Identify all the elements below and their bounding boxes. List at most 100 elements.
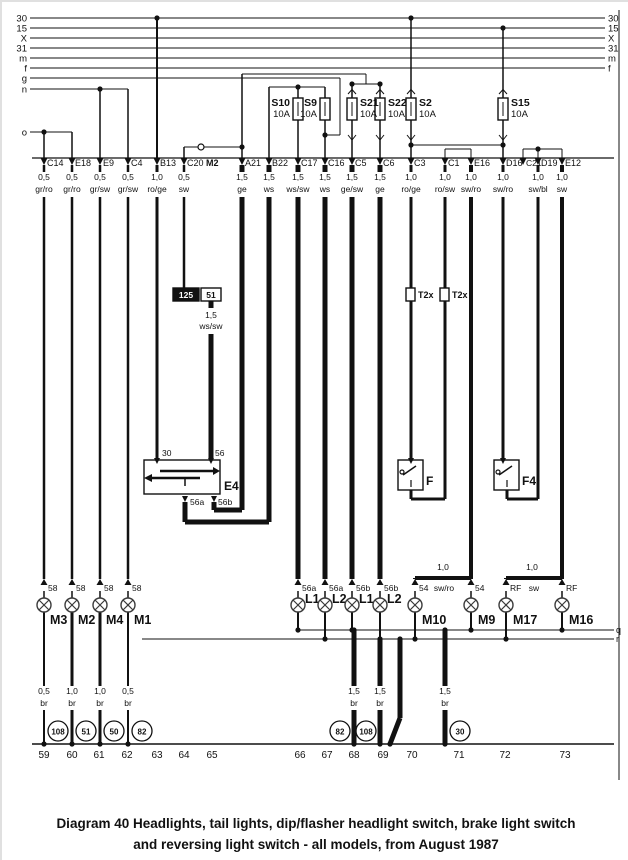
connection-box-51 [200,287,222,302]
lamp-pin-wedge [502,579,510,585]
wire-color-label: ge [375,184,385,194]
lamp-icon [500,599,512,611]
ground-point [75,720,97,742]
component-detail [498,89,504,95]
junction-dot [377,81,383,87]
wire-color-label: sw/bl [528,184,547,194]
wire-color-label: ro/ge [147,184,167,194]
junction-dot [397,636,403,642]
gauge-label: 0,5 [38,172,50,182]
text-label: 1,5 [205,310,217,320]
text-label: F [426,474,433,488]
rail-label: 30 [16,14,27,25]
fuse-label: S15 [511,97,530,109]
component-detail [375,134,381,141]
wire-color-label: ws [319,184,330,194]
component-detail [498,465,513,476]
junction-dot [500,25,506,31]
text-label: 1,0 [526,562,538,572]
wire-color-label: sw [179,184,190,194]
junction-dot [349,81,355,87]
bus-dot [41,741,47,747]
fuse-amp-label: 10A [511,109,529,120]
component-detail [410,134,416,141]
fuse-label: S2 [419,97,432,109]
junction-dot [408,142,414,148]
text-label: br [124,698,132,708]
connector-pin [180,158,188,165]
connector-label: D19 [541,158,558,168]
text-label: sw [529,583,540,593]
bus-dot [351,741,357,747]
junction-dot [322,132,328,138]
lamp-icon [409,599,421,611]
lamp-terminal-label: 56a [329,583,343,593]
component-detail [502,89,508,95]
text-label: br [376,698,384,708]
small-circle [495,469,501,475]
pin-wedge [213,467,220,475]
lamp-terminal-label: 58 [132,583,142,593]
connector-pin [321,158,329,165]
terminal-number: 59 [38,750,50,761]
connector-label: C16 [328,158,345,168]
fuse-amp-label: 10A [360,109,378,120]
lamp-label: M2 [78,613,95,627]
terminal-number: 69 [377,750,389,761]
component-detail [406,89,412,95]
text-label: q [616,625,621,635]
terminal-number: 62 [121,750,133,761]
fuse-amp-label: 10A [300,109,318,120]
lamp-pin-wedge [96,579,104,585]
junction-dot [41,129,47,135]
junction-dot [500,142,506,148]
connector-pin [68,158,76,165]
text-label: br [441,698,449,708]
lamp-icon [556,599,568,611]
connector-label: E16 [474,158,490,168]
terminal-number: 72 [499,750,511,761]
lamp-label: L2 [332,592,347,606]
lamp-terminal-label: 54 [419,583,429,593]
text-label: 125 [179,290,193,300]
lamp-pin-wedge [376,579,384,585]
wire-color-label: ge [237,184,247,194]
gauge-label: 1,0 [556,172,568,182]
component-detail [351,134,357,141]
small-circle [399,469,405,475]
ground-label: 30 [456,728,465,737]
text-label: 56a [190,497,204,507]
ground-label: 82 [336,728,345,737]
lamp-label: M9 [478,613,495,627]
junction-dot [377,636,383,642]
connector-pin [467,158,475,165]
gauge-label: 1,5 [263,172,275,182]
bus-dot [97,741,103,747]
lamp-label: M1 [134,613,151,627]
text-label: 0,5 [122,686,134,696]
wire-color-label: gr/sw [90,184,111,194]
lamp-icon [38,599,50,611]
junction-dot [442,627,448,633]
junction-dot [97,86,103,92]
bus-dot [69,741,75,747]
lamp-label: L1 [305,592,320,606]
text-label: br [350,698,358,708]
lamp-icon [346,599,358,611]
junction-dot [535,146,541,152]
ground-point [131,720,153,742]
connector-label: C3 [414,158,426,168]
wire-color-label: sw/ro [461,184,482,194]
lamp-label: L2 [387,592,402,606]
bus-dot [377,741,383,747]
pin-wedge [208,458,214,464]
connector-label: D16 [506,158,523,168]
text-label: sw/ro [434,583,455,593]
terminal-number: 66 [294,750,306,761]
connector-label: B22 [272,158,288,168]
connector-label: E12 [565,158,581,168]
connector-label: A21 [245,158,261,168]
gauge-label: 1,5 [236,172,248,182]
gauge-label: 1,5 [346,172,358,182]
